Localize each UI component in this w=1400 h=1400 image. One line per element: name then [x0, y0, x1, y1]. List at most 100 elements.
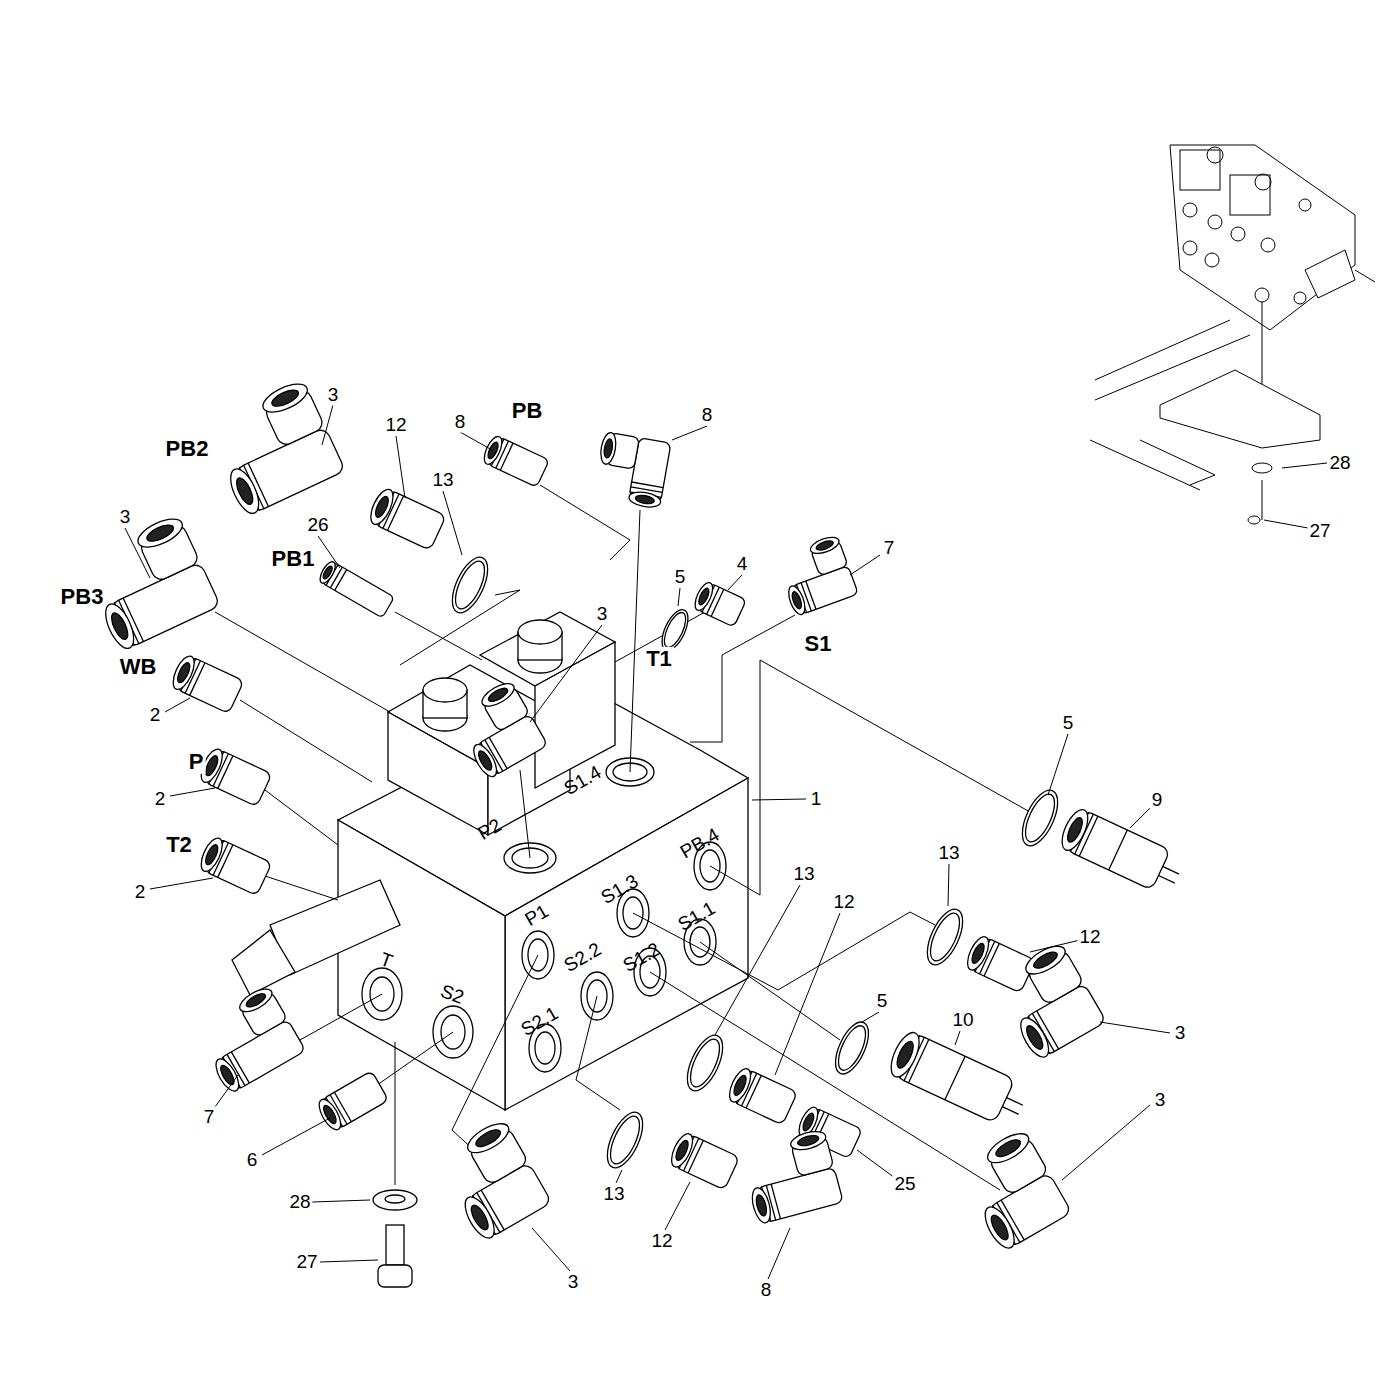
main-block	[232, 612, 748, 1110]
leader-line	[262, 1118, 330, 1155]
callout-number: 25	[892, 1174, 917, 1195]
fitting-bore	[473, 1127, 502, 1150]
callout-number: 13	[791, 864, 816, 885]
fitting-bore	[1024, 1023, 1046, 1051]
leader-line	[460, 432, 492, 450]
leader-line	[322, 405, 333, 445]
thread	[335, 570, 347, 591]
fitting	[197, 746, 272, 806]
fitting	[445, 552, 495, 618]
inset-view	[1090, 145, 1375, 524]
fitting-face	[169, 653, 199, 692]
fitting-bore	[145, 522, 176, 545]
fitting-bore	[270, 387, 301, 410]
fitting	[317, 559, 394, 617]
fitting	[202, 378, 345, 517]
washer	[385, 1195, 405, 1203]
fitting-bore	[697, 587, 711, 606]
fitting-body	[204, 749, 272, 806]
leader-line	[955, 1031, 960, 1045]
fitting-face	[366, 486, 397, 528]
leader-line	[948, 864, 949, 906]
fitting-bore	[894, 1039, 917, 1070]
thread	[631, 487, 663, 493]
leader-line	[1282, 463, 1327, 468]
fitting-bore	[373, 495, 391, 520]
callout-number: 3	[595, 604, 610, 625]
callout-number: 27	[1307, 521, 1332, 542]
fitting	[197, 835, 272, 895]
fitting-bore	[993, 1137, 1022, 1160]
fitting-bore	[732, 1074, 749, 1097]
callout-number: 3	[118, 507, 133, 528]
leader-line	[1100, 1022, 1170, 1033]
fitting-face	[599, 431, 618, 465]
fitting-bore	[108, 611, 131, 642]
leader-line	[1048, 734, 1068, 795]
callout-number: 12	[649, 1231, 674, 1252]
port-label: T2	[164, 833, 194, 857]
thread	[632, 482, 664, 488]
leader-line	[215, 1075, 238, 1107]
fitting	[169, 653, 244, 713]
leader-lines	[125, 405, 1327, 1279]
callout-number: 5	[875, 991, 890, 1012]
port-label: T1	[644, 647, 674, 671]
fitting-face	[749, 1186, 774, 1225]
callout-number: 2	[148, 705, 163, 726]
leader-line	[752, 799, 806, 800]
fitting-face	[100, 600, 139, 652]
fitting-face	[1022, 941, 1070, 980]
fitting	[680, 1030, 730, 1096]
leader-line	[532, 1228, 570, 1271]
washer-bolt	[373, 1190, 417, 1287]
leader-line	[318, 536, 340, 568]
o-ring	[445, 552, 495, 618]
thread	[771, 1184, 780, 1219]
fitting	[593, 431, 671, 509]
callout-number: 27	[294, 1252, 319, 1273]
leader-line	[312, 1200, 370, 1202]
fitting-face	[481, 434, 506, 467]
fitting-face	[463, 1118, 513, 1159]
thread	[500, 443, 513, 470]
fitting-face	[259, 378, 311, 417]
fitting-body	[321, 1071, 388, 1129]
bolt-head	[378, 1265, 412, 1287]
o-ring	[1015, 785, 1065, 851]
thread	[711, 589, 724, 616]
fitting-face	[692, 580, 717, 613]
fitting-bore	[635, 494, 655, 505]
fitting	[739, 1128, 844, 1224]
leader-line	[1062, 1105, 1150, 1180]
fitting-body	[487, 437, 550, 487]
fitting-face	[315, 1096, 345, 1133]
fitting	[774, 534, 858, 617]
fitting	[191, 984, 305, 1094]
callout-number: 12	[1077, 927, 1102, 948]
callout-number: 12	[831, 892, 856, 913]
o-ring	[600, 1107, 650, 1173]
o-ring	[680, 1030, 730, 1096]
callout-number: 7	[882, 538, 897, 559]
port-label: PB1	[270, 547, 317, 571]
fitting-face	[979, 1203, 1020, 1253]
fitting	[315, 1071, 389, 1133]
callout-number: 1	[809, 789, 824, 810]
o-ring	[660, 610, 690, 651]
leader-line	[728, 575, 742, 590]
fitting-body	[176, 656, 244, 713]
leader-line	[665, 1182, 690, 1230]
callout-number: 28	[1327, 453, 1352, 474]
leader-line	[443, 491, 462, 555]
fitting	[1057, 806, 1187, 898]
fitting	[667, 1131, 739, 1190]
fitting-face	[725, 1066, 755, 1105]
fitting-bore	[603, 438, 614, 458]
fitting-face	[963, 934, 993, 973]
callout-number: 8	[759, 1280, 774, 1301]
fitting-body	[204, 838, 272, 895]
fitting-bore	[218, 1063, 236, 1086]
o-ring	[829, 1017, 876, 1078]
fitting	[692, 580, 747, 627]
